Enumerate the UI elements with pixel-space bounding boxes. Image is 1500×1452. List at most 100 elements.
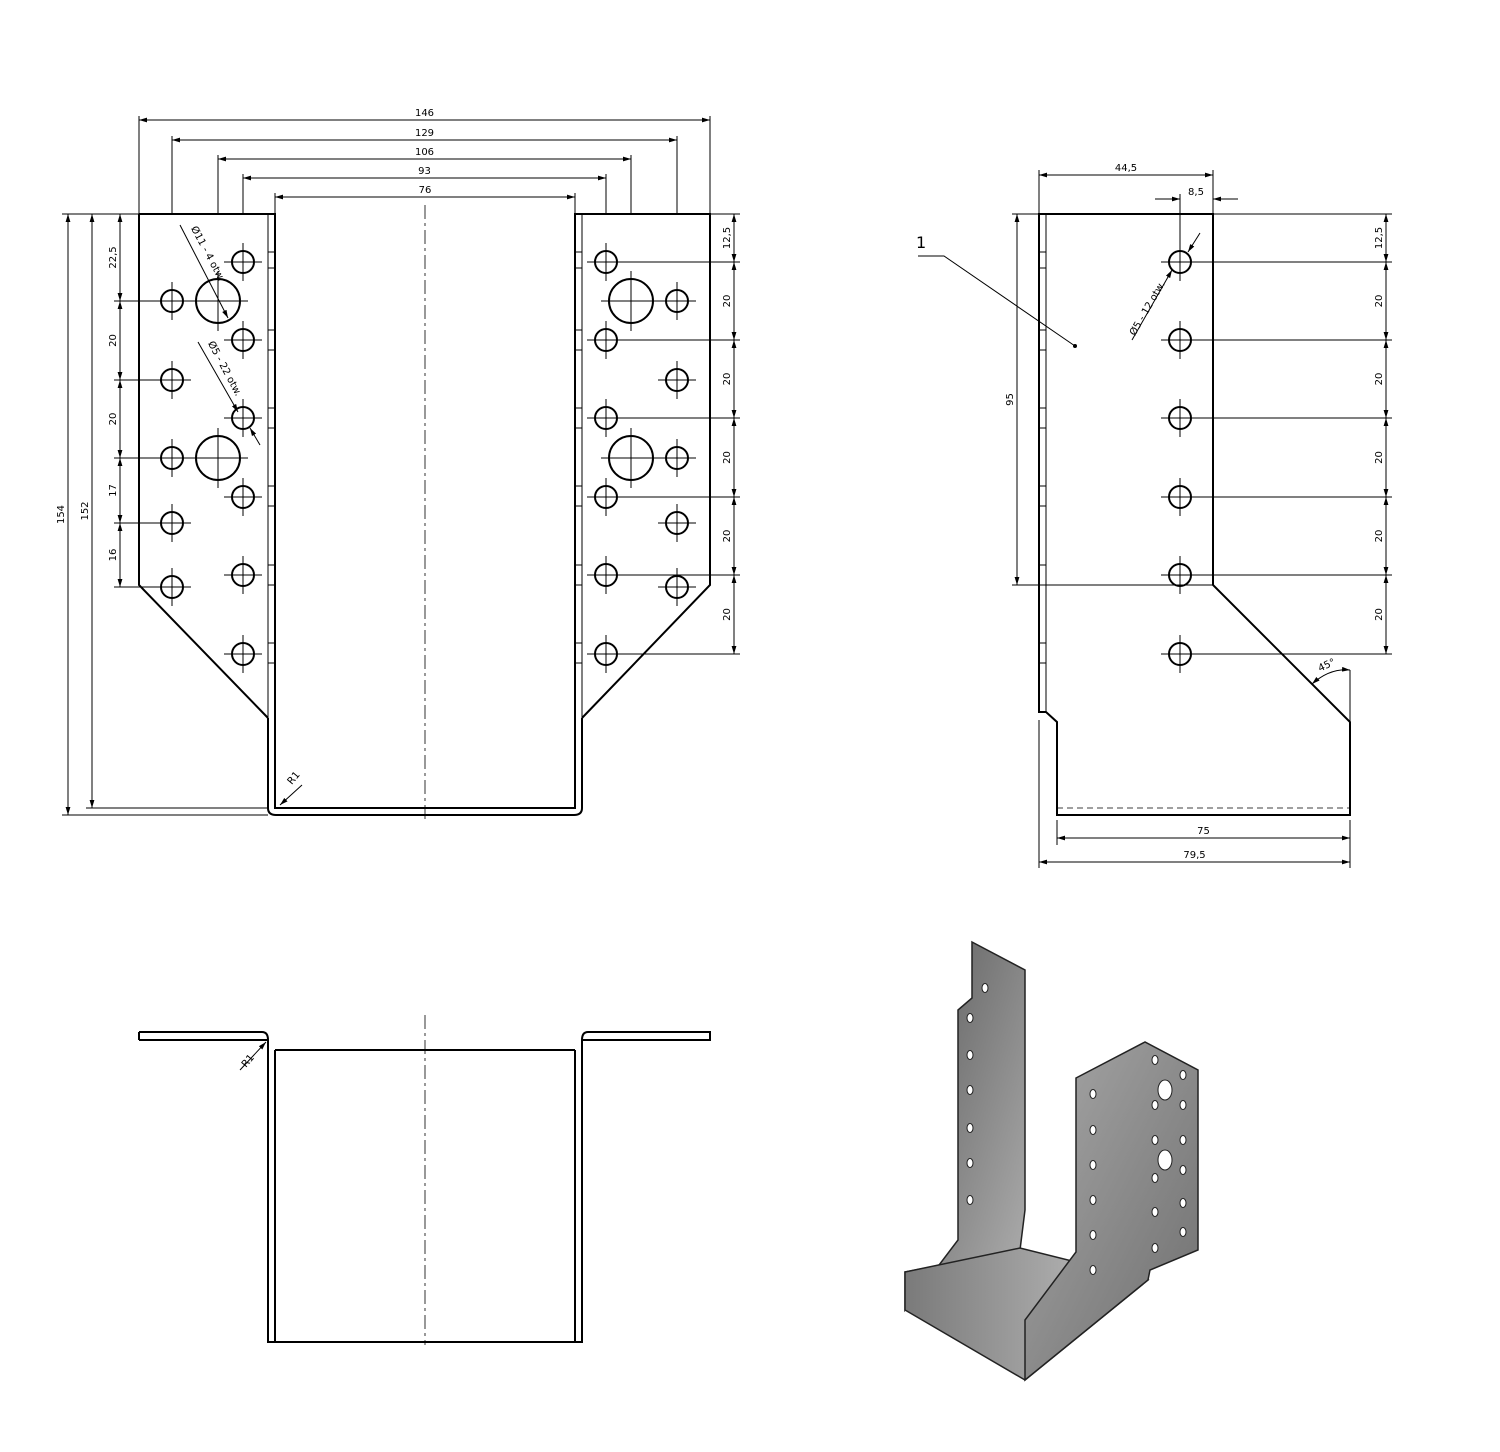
iso-hole: [1151, 1173, 1159, 1183]
isometric-3d-view: [904, 940, 1199, 1382]
leader-line: [179, 224, 229, 319]
dimension-label: 154: [56, 505, 67, 524]
part-number: 1: [916, 233, 926, 252]
dimension-label: 20: [722, 451, 733, 464]
dimension-label: 20: [108, 334, 119, 347]
hole-centerline: [224, 556, 262, 594]
hole-centerline: [658, 504, 696, 542]
hole-centerline: [658, 361, 696, 399]
hole-centerline: [224, 399, 262, 437]
iso-hole: [1089, 1195, 1097, 1205]
dimension-label: 16: [108, 549, 119, 562]
hole-centerline: [658, 282, 696, 320]
dimension-label: 20: [1374, 530, 1385, 543]
large-hole-note: Ø11 - 4 otw.: [188, 224, 227, 283]
dimension-label: 129: [415, 128, 434, 139]
dimension-label: 95: [1005, 393, 1016, 406]
dimension-label: 79,5: [1183, 850, 1205, 861]
iso-hole: [1179, 1198, 1187, 1208]
dimension-label: 20: [1374, 373, 1385, 386]
iso-hole: [1151, 1135, 1159, 1145]
leader-line: [1131, 269, 1173, 341]
hole-centerline: [587, 243, 625, 281]
hole-centerline: [1161, 478, 1199, 516]
iso-hole: [966, 1013, 974, 1023]
leader-line: [279, 784, 303, 806]
iso-hole: [1089, 1230, 1097, 1240]
dimension-label: 20: [1374, 451, 1385, 464]
dimension-label: 106: [415, 147, 434, 158]
hole-centerline: [601, 271, 661, 331]
dimension-label: 12,5: [722, 227, 733, 249]
hole-centerline: [1161, 321, 1199, 359]
hole-centerline: [587, 635, 625, 673]
dimension-label: 20: [722, 373, 733, 386]
hole-centerline: [658, 568, 696, 606]
dimension-label: 146: [415, 108, 434, 119]
iso-hole: [1151, 1243, 1159, 1253]
hole-centerline: [587, 399, 625, 437]
leader-line: [1187, 232, 1201, 253]
hole-centerline: [587, 321, 625, 359]
leader-line: [197, 341, 239, 413]
angle-label: 45°: [1317, 657, 1338, 674]
iso-hole: [1151, 1207, 1159, 1217]
dimension-label: 20: [722, 608, 733, 621]
hole-note: Ø5 - 12 otw.: [1127, 279, 1168, 337]
dimension-label: 76: [419, 185, 432, 196]
dimension-label: 20: [1374, 295, 1385, 308]
hole-centerline: [188, 428, 248, 488]
dimension-label: 44,5: [1115, 163, 1137, 174]
iso-hole: [966, 1158, 974, 1168]
hole-centerline: [224, 243, 262, 281]
dimension-label: 75: [1197, 826, 1210, 837]
angle-arc: [1311, 666, 1351, 685]
iso-hole: [1179, 1100, 1187, 1110]
dimension-label: 12,5: [1374, 227, 1385, 249]
iso-hole: [966, 1085, 974, 1095]
iso-hole: [966, 1050, 974, 1060]
iso-hole: [1151, 1055, 1159, 1065]
side-view: 44,5 8,5 95 12,5 20 20 20 20 20 75 79,5 Ø5 - 12 otw…: [916, 163, 1392, 868]
dimension-label: 17: [108, 484, 119, 497]
iso-hole: [1179, 1070, 1187, 1080]
dimension-label: 152: [80, 501, 91, 520]
iso-hole: [1157, 1079, 1173, 1101]
dimension-label: 22,5: [108, 246, 119, 268]
hole-centerline: [587, 478, 625, 516]
leader-dot: [1073, 344, 1077, 348]
iso-hole: [1151, 1100, 1159, 1110]
hole-centerline: [1161, 635, 1199, 673]
iso-hole: [1157, 1149, 1173, 1171]
hole-centerline: [224, 478, 262, 516]
iso-hole: [1179, 1165, 1187, 1175]
part-leader: [918, 255, 1076, 347]
iso-hole: [966, 1123, 974, 1133]
iso-hole: [981, 983, 989, 993]
front-view: 146 129 106 93 76 154 152 22,5 20 20 17 16 12,5 20 20 2…: [56, 108, 740, 820]
hole-centerline: [587, 556, 625, 594]
dimension-label: 93: [418, 166, 431, 177]
iso-hole: [1179, 1227, 1187, 1237]
dimension-label: 20: [108, 413, 119, 426]
dimension-label: 20: [1374, 608, 1385, 621]
iso-hole: [1089, 1160, 1097, 1170]
dimension-label: 20: [722, 530, 733, 543]
dimension-label: 20: [722, 295, 733, 308]
iso-hole: [1089, 1265, 1097, 1275]
radius-label: R1: [286, 770, 303, 787]
hole-centerline: [224, 635, 262, 673]
iso-hole: [1179, 1135, 1187, 1145]
hole-centerline: [1161, 399, 1199, 437]
bottom-view: R1: [138, 1015, 711, 1345]
leader-line: [249, 427, 261, 446]
hole-centerline: [224, 321, 262, 359]
iso-hole: [1089, 1089, 1097, 1099]
iso-hole: [966, 1195, 974, 1205]
hole-centerline: [188, 271, 248, 331]
hole-centerline: [601, 428, 661, 488]
hole-centerline: [1161, 556, 1199, 594]
dimension-label: 8,5: [1188, 187, 1204, 198]
